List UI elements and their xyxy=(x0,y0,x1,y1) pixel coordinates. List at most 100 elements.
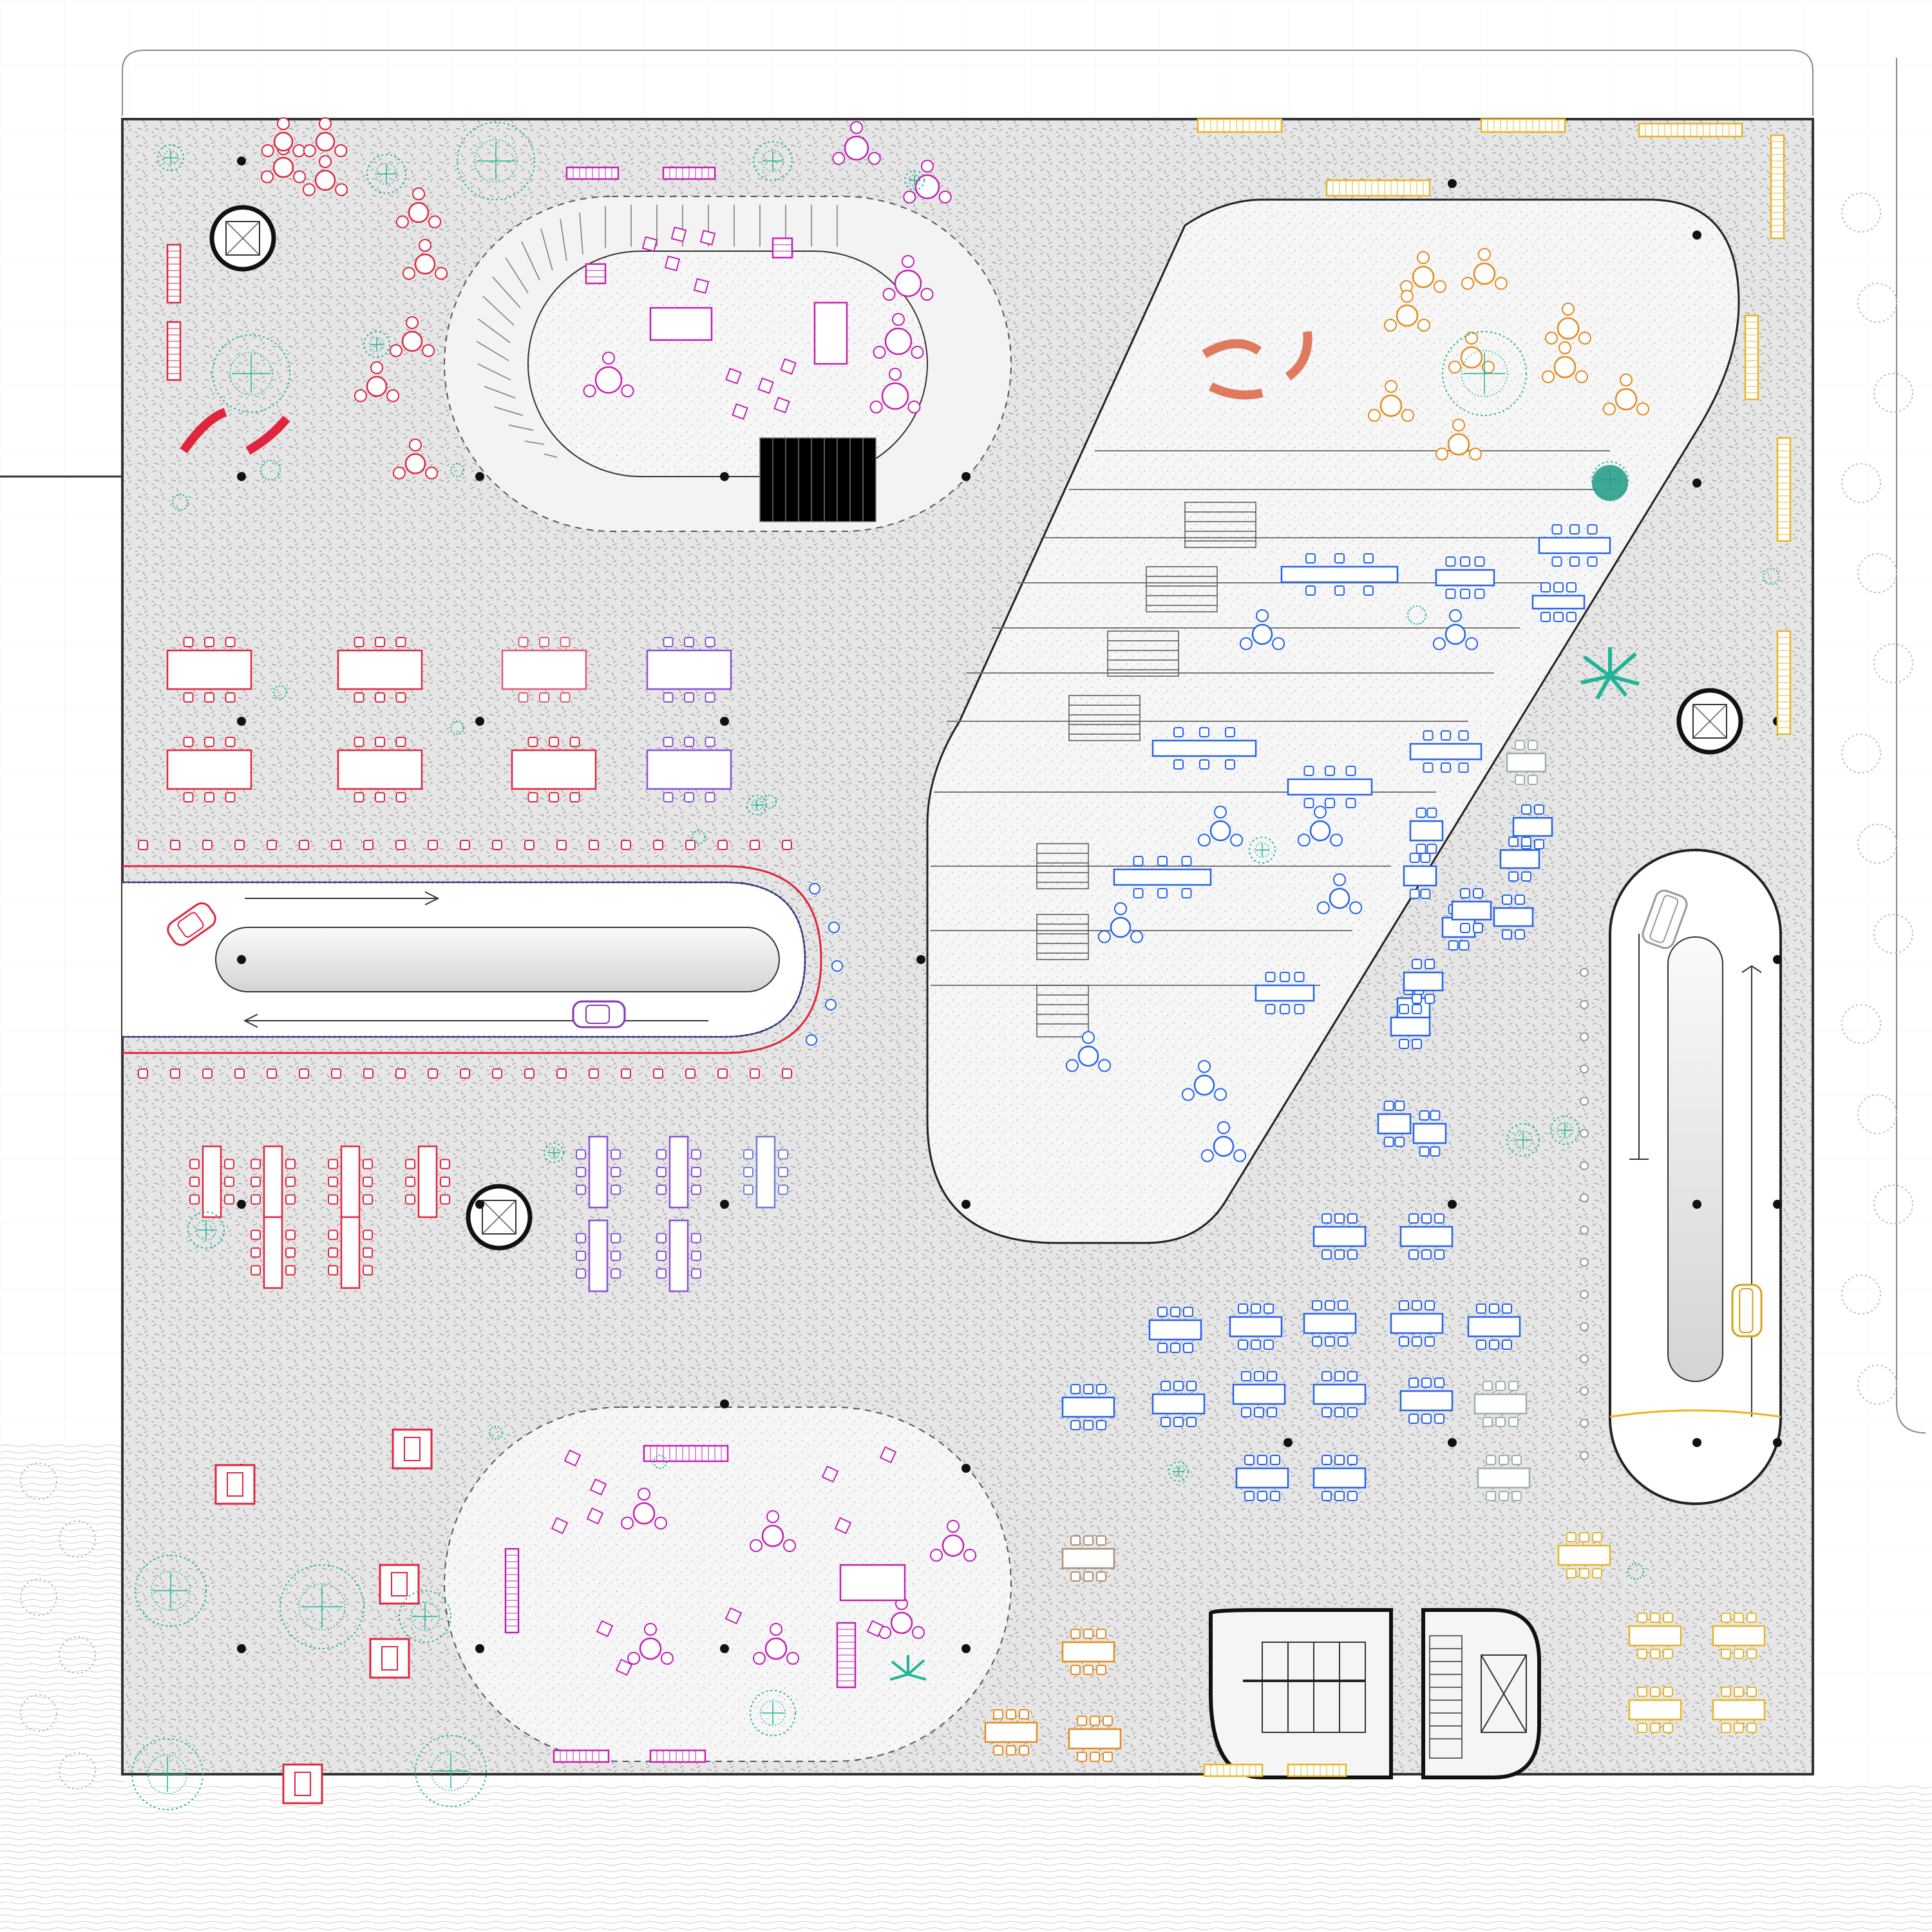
chair-icon xyxy=(569,737,580,747)
chair-icon xyxy=(363,840,374,850)
table-icon xyxy=(166,749,252,790)
chair-icon xyxy=(267,1068,277,1079)
chair-icon xyxy=(170,840,180,850)
chair-icon xyxy=(375,737,385,747)
bench-icon xyxy=(772,237,793,259)
round-table-icon xyxy=(832,121,881,165)
chair-icon xyxy=(1325,1336,1335,1347)
tree-icon xyxy=(1857,824,1897,864)
chair-icon xyxy=(319,117,332,130)
chair-icon xyxy=(1199,727,1209,737)
round-table-icon xyxy=(1213,1135,1235,1157)
column-icon xyxy=(1283,1438,1293,1447)
chair-icon xyxy=(402,267,415,280)
chair-icon xyxy=(778,1149,788,1160)
table-icon xyxy=(1499,837,1540,882)
chair-icon xyxy=(693,278,710,294)
chair-icon xyxy=(224,1194,234,1205)
chair-icon xyxy=(670,226,687,243)
chair-icon xyxy=(1267,1407,1277,1417)
chair-icon xyxy=(539,637,549,647)
chair-icon xyxy=(1721,1723,1731,1733)
chair-icon xyxy=(1394,1101,1405,1111)
chair-icon xyxy=(363,1265,373,1276)
table-icon xyxy=(1377,1101,1412,1147)
chair-icon xyxy=(1425,959,1435,969)
table-icon xyxy=(1557,1532,1611,1578)
chair-icon xyxy=(1434,1249,1444,1260)
chair-icon xyxy=(354,692,365,703)
chair-icon xyxy=(660,1652,674,1665)
chair-icon xyxy=(328,1229,338,1240)
chair-icon xyxy=(1303,766,1314,776)
sofa-set-icon xyxy=(369,1638,410,1679)
tree-icon xyxy=(1513,1130,1533,1150)
round-table-icon xyxy=(1239,609,1285,650)
chair-icon xyxy=(428,215,442,229)
chair-icon xyxy=(1321,1213,1332,1224)
table-icon xyxy=(1151,727,1257,770)
table-icon xyxy=(1712,1625,1766,1647)
table-icon xyxy=(1409,808,1444,854)
chair-icon xyxy=(1452,419,1465,431)
tree-icon xyxy=(750,1690,796,1736)
chair-icon xyxy=(375,637,385,647)
chair-icon xyxy=(920,288,934,301)
table-icon xyxy=(1628,1625,1682,1647)
chair-icon xyxy=(611,1167,621,1177)
tree-icon xyxy=(377,164,396,184)
chair-icon xyxy=(663,692,674,703)
tree-icon xyxy=(1857,1365,1897,1405)
bench-icon xyxy=(662,166,716,180)
chair-icon xyxy=(627,1652,641,1665)
chair-icon xyxy=(879,1446,897,1464)
car-icon xyxy=(1739,1288,1754,1333)
chair-icon xyxy=(611,1251,621,1261)
chair-icon xyxy=(1160,1381,1171,1391)
chair-icon xyxy=(1434,1213,1444,1224)
chair-icon xyxy=(1445,589,1456,599)
table-icon xyxy=(1303,1300,1357,1347)
chair-icon xyxy=(1747,1613,1757,1623)
chair-icon xyxy=(705,737,715,747)
chair-icon xyxy=(1542,370,1555,383)
table-icon xyxy=(202,1145,222,1218)
column-icon xyxy=(961,1200,971,1209)
chair-icon xyxy=(189,1194,200,1205)
table-icon xyxy=(984,1709,1038,1756)
chair-icon xyxy=(1575,370,1588,383)
bench-icon xyxy=(649,1749,706,1763)
chair-icon xyxy=(1473,888,1483,898)
chair-icon xyxy=(1580,1097,1589,1106)
chair-icon xyxy=(1515,929,1525,940)
tree-icon xyxy=(164,151,177,164)
table-icon xyxy=(1409,730,1482,773)
tree-icon xyxy=(761,1701,784,1725)
round-table-icon xyxy=(1473,262,1496,285)
chair-icon xyxy=(664,255,681,272)
tree-icon xyxy=(433,1753,469,1789)
chair-icon xyxy=(183,637,194,647)
tree-icon xyxy=(375,162,398,185)
tree-icon xyxy=(301,1586,343,1628)
table-icon xyxy=(511,737,597,802)
tree-icon xyxy=(1841,734,1881,773)
chair-icon xyxy=(425,466,439,480)
chair-icon xyxy=(1383,1137,1394,1147)
chair-icon xyxy=(611,1184,621,1195)
chair-icon xyxy=(1408,1213,1419,1224)
round-table-icon xyxy=(1297,806,1343,847)
chair-icon xyxy=(1734,1613,1744,1623)
chair-icon xyxy=(1083,1420,1094,1430)
chair-icon xyxy=(1254,1407,1264,1417)
stepped-auditorium xyxy=(926,198,1740,1244)
chair-icon xyxy=(1460,923,1470,933)
round-table-icon xyxy=(314,169,336,191)
column-icon xyxy=(961,472,971,481)
bench-icon xyxy=(1638,122,1743,138)
chair-icon xyxy=(1412,994,1422,1004)
tree-icon xyxy=(131,1738,204,1810)
tree-icon xyxy=(1506,1123,1540,1157)
chair-icon xyxy=(354,792,365,802)
chair-icon xyxy=(1265,1004,1276,1014)
